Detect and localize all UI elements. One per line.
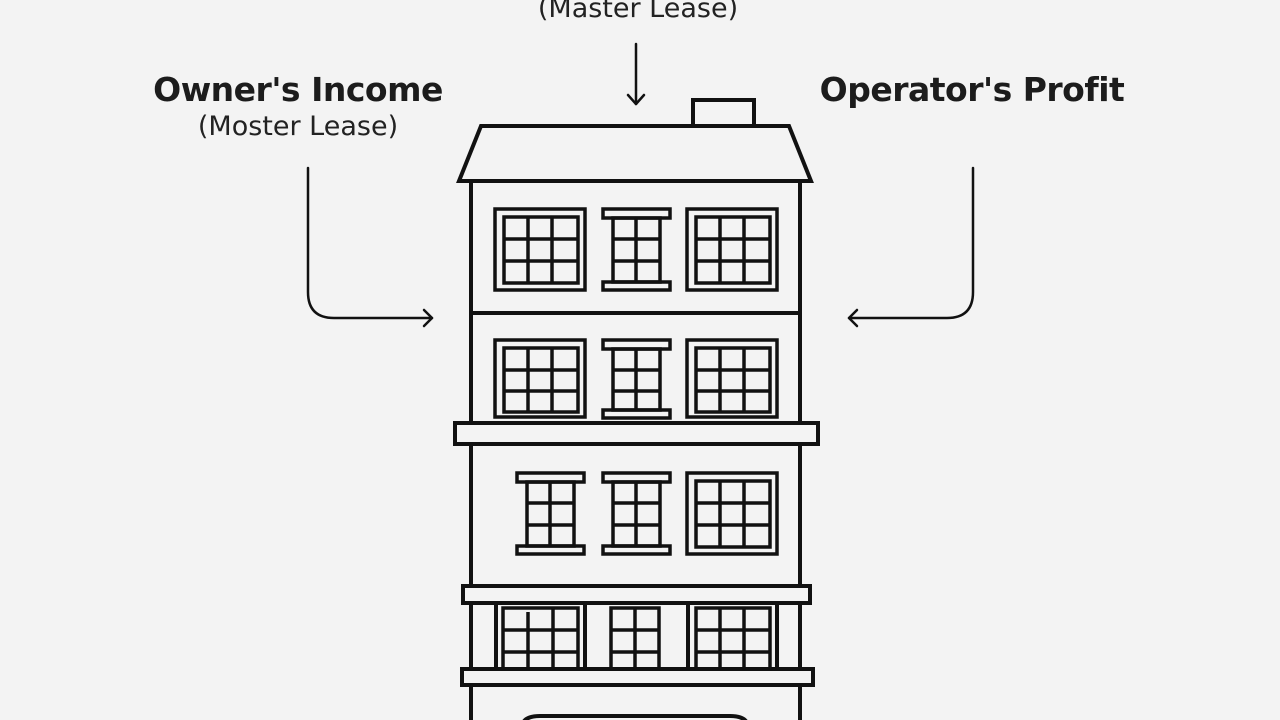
top-arrow-icon bbox=[626, 42, 646, 106]
window bbox=[515, 471, 586, 556]
ledge-3 bbox=[460, 667, 815, 687]
operators-profit-title: Operator's Profit bbox=[819, 70, 1125, 109]
top-label-subtitle: (Master Lease) bbox=[537, 0, 739, 24]
door-canopy bbox=[522, 714, 748, 720]
window bbox=[601, 207, 672, 292]
window bbox=[694, 606, 772, 671]
window bbox=[501, 606, 580, 671]
roof bbox=[456, 124, 814, 183]
owners-income-title: Owner's Income bbox=[153, 70, 443, 109]
ledge-1 bbox=[453, 421, 820, 446]
top-label: (Master Lease) bbox=[488, 0, 788, 26]
window bbox=[609, 606, 661, 671]
left-arrow-icon bbox=[306, 166, 434, 328]
windows bbox=[493, 207, 779, 671]
owners-income-subtitle: (Moster Lease) bbox=[197, 111, 399, 142]
operators-profit-label: Operator's Profit bbox=[812, 70, 1132, 110]
window bbox=[685, 338, 779, 419]
window bbox=[493, 207, 587, 292]
window bbox=[493, 338, 587, 419]
window bbox=[601, 471, 672, 556]
owners-income-label: Owner's Income (Moster Lease) bbox=[148, 70, 448, 144]
window bbox=[601, 338, 672, 420]
right-arrow-icon bbox=[847, 166, 975, 328]
ledge-2 bbox=[461, 584, 812, 605]
chimney bbox=[691, 98, 756, 128]
window bbox=[685, 471, 779, 556]
window bbox=[685, 207, 779, 292]
